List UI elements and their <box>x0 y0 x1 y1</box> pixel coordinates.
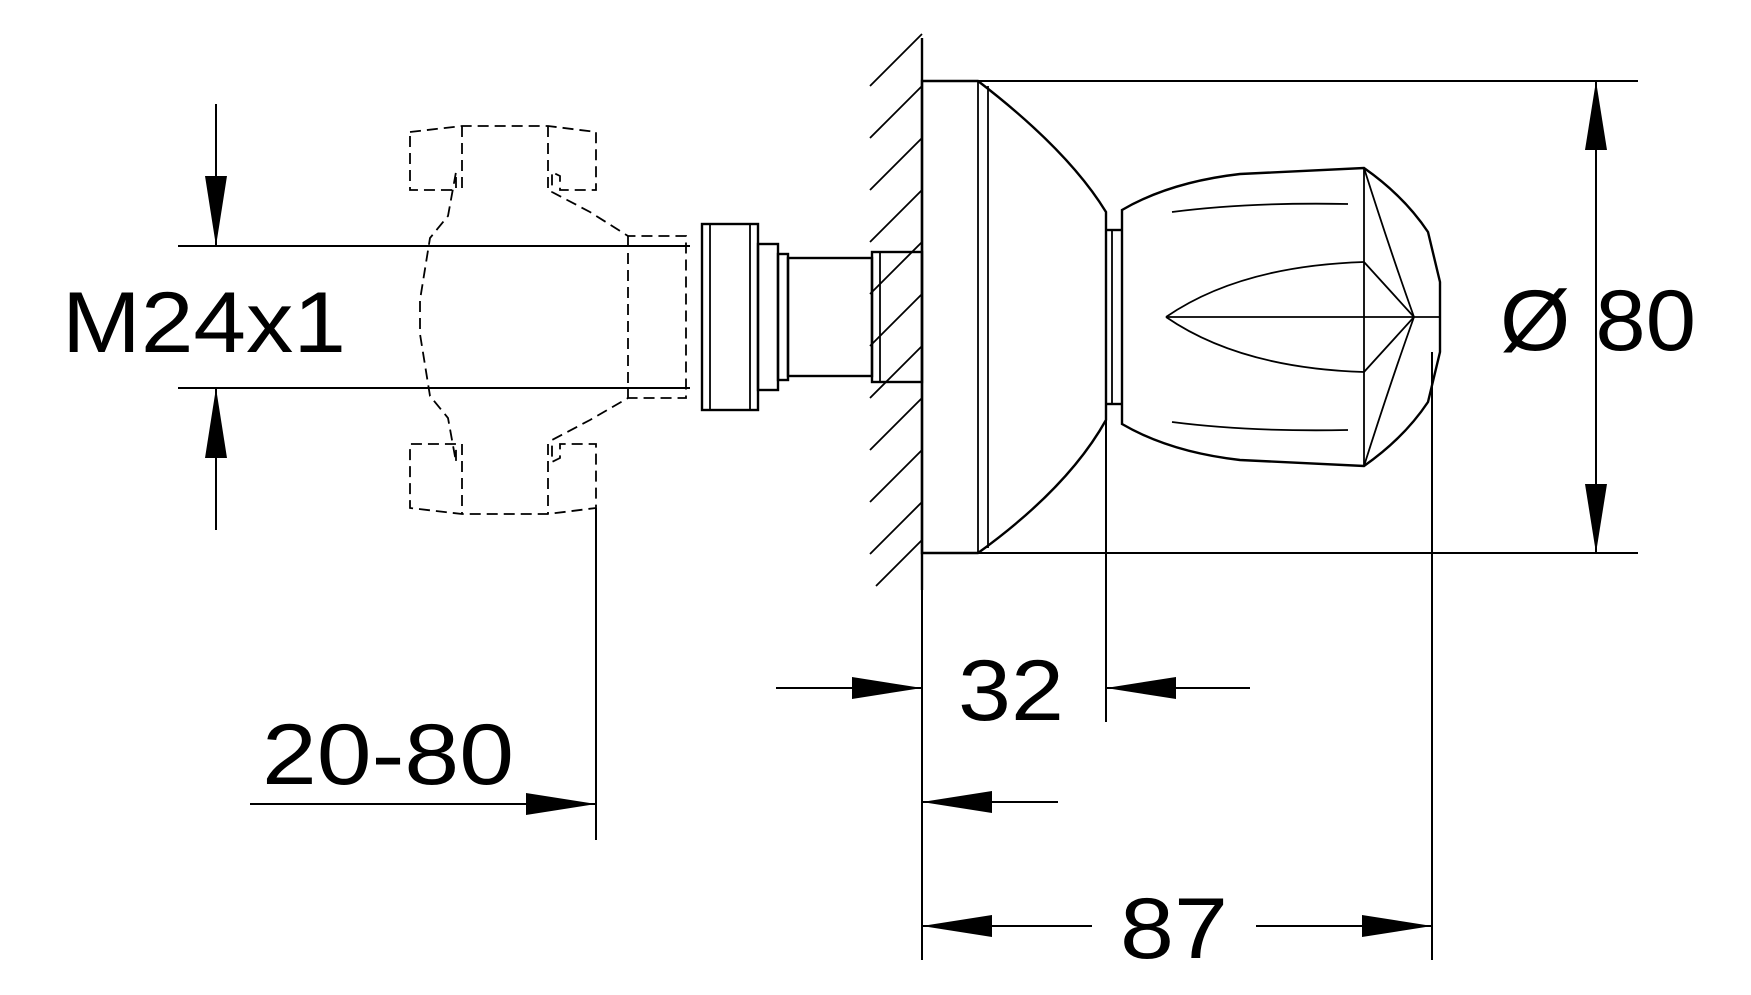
arrow-left-icon <box>922 915 992 937</box>
dimension-thread: M24x1 <box>62 104 690 530</box>
arrow-right-icon <box>1362 915 1432 937</box>
total-length-label: 87 <box>1120 881 1228 977</box>
thread-label: M24x1 <box>62 275 346 371</box>
rosette <box>920 79 1108 555</box>
arrow-up-icon <box>205 388 227 458</box>
arrow-down-icon <box>205 176 227 246</box>
arrow-down-icon <box>1585 484 1607 553</box>
dimension-rosette-depth: 32 <box>776 420 1250 960</box>
dimension-total-length: 87 <box>922 352 1433 977</box>
valve-stem <box>700 222 924 412</box>
concealed-valve-body <box>409 125 687 515</box>
rosette-depth-label: 32 <box>958 643 1064 739</box>
depth-adjust-label: 20-80 <box>262 707 514 803</box>
arrow-right-icon <box>852 677 922 699</box>
wall-hatching <box>869 33 923 587</box>
handle <box>1106 166 1442 468</box>
arrow-left-icon <box>922 791 992 813</box>
dimension-diameter: Ø 80 <box>922 80 1696 554</box>
wall <box>869 33 924 590</box>
diameter-label: Ø 80 <box>1500 273 1696 369</box>
arrow-left-icon <box>1106 677 1176 699</box>
arrow-up-icon <box>1585 81 1607 150</box>
arrow-right-icon <box>526 793 596 815</box>
dimension-depth-adjust: 20-80 <box>250 508 597 840</box>
